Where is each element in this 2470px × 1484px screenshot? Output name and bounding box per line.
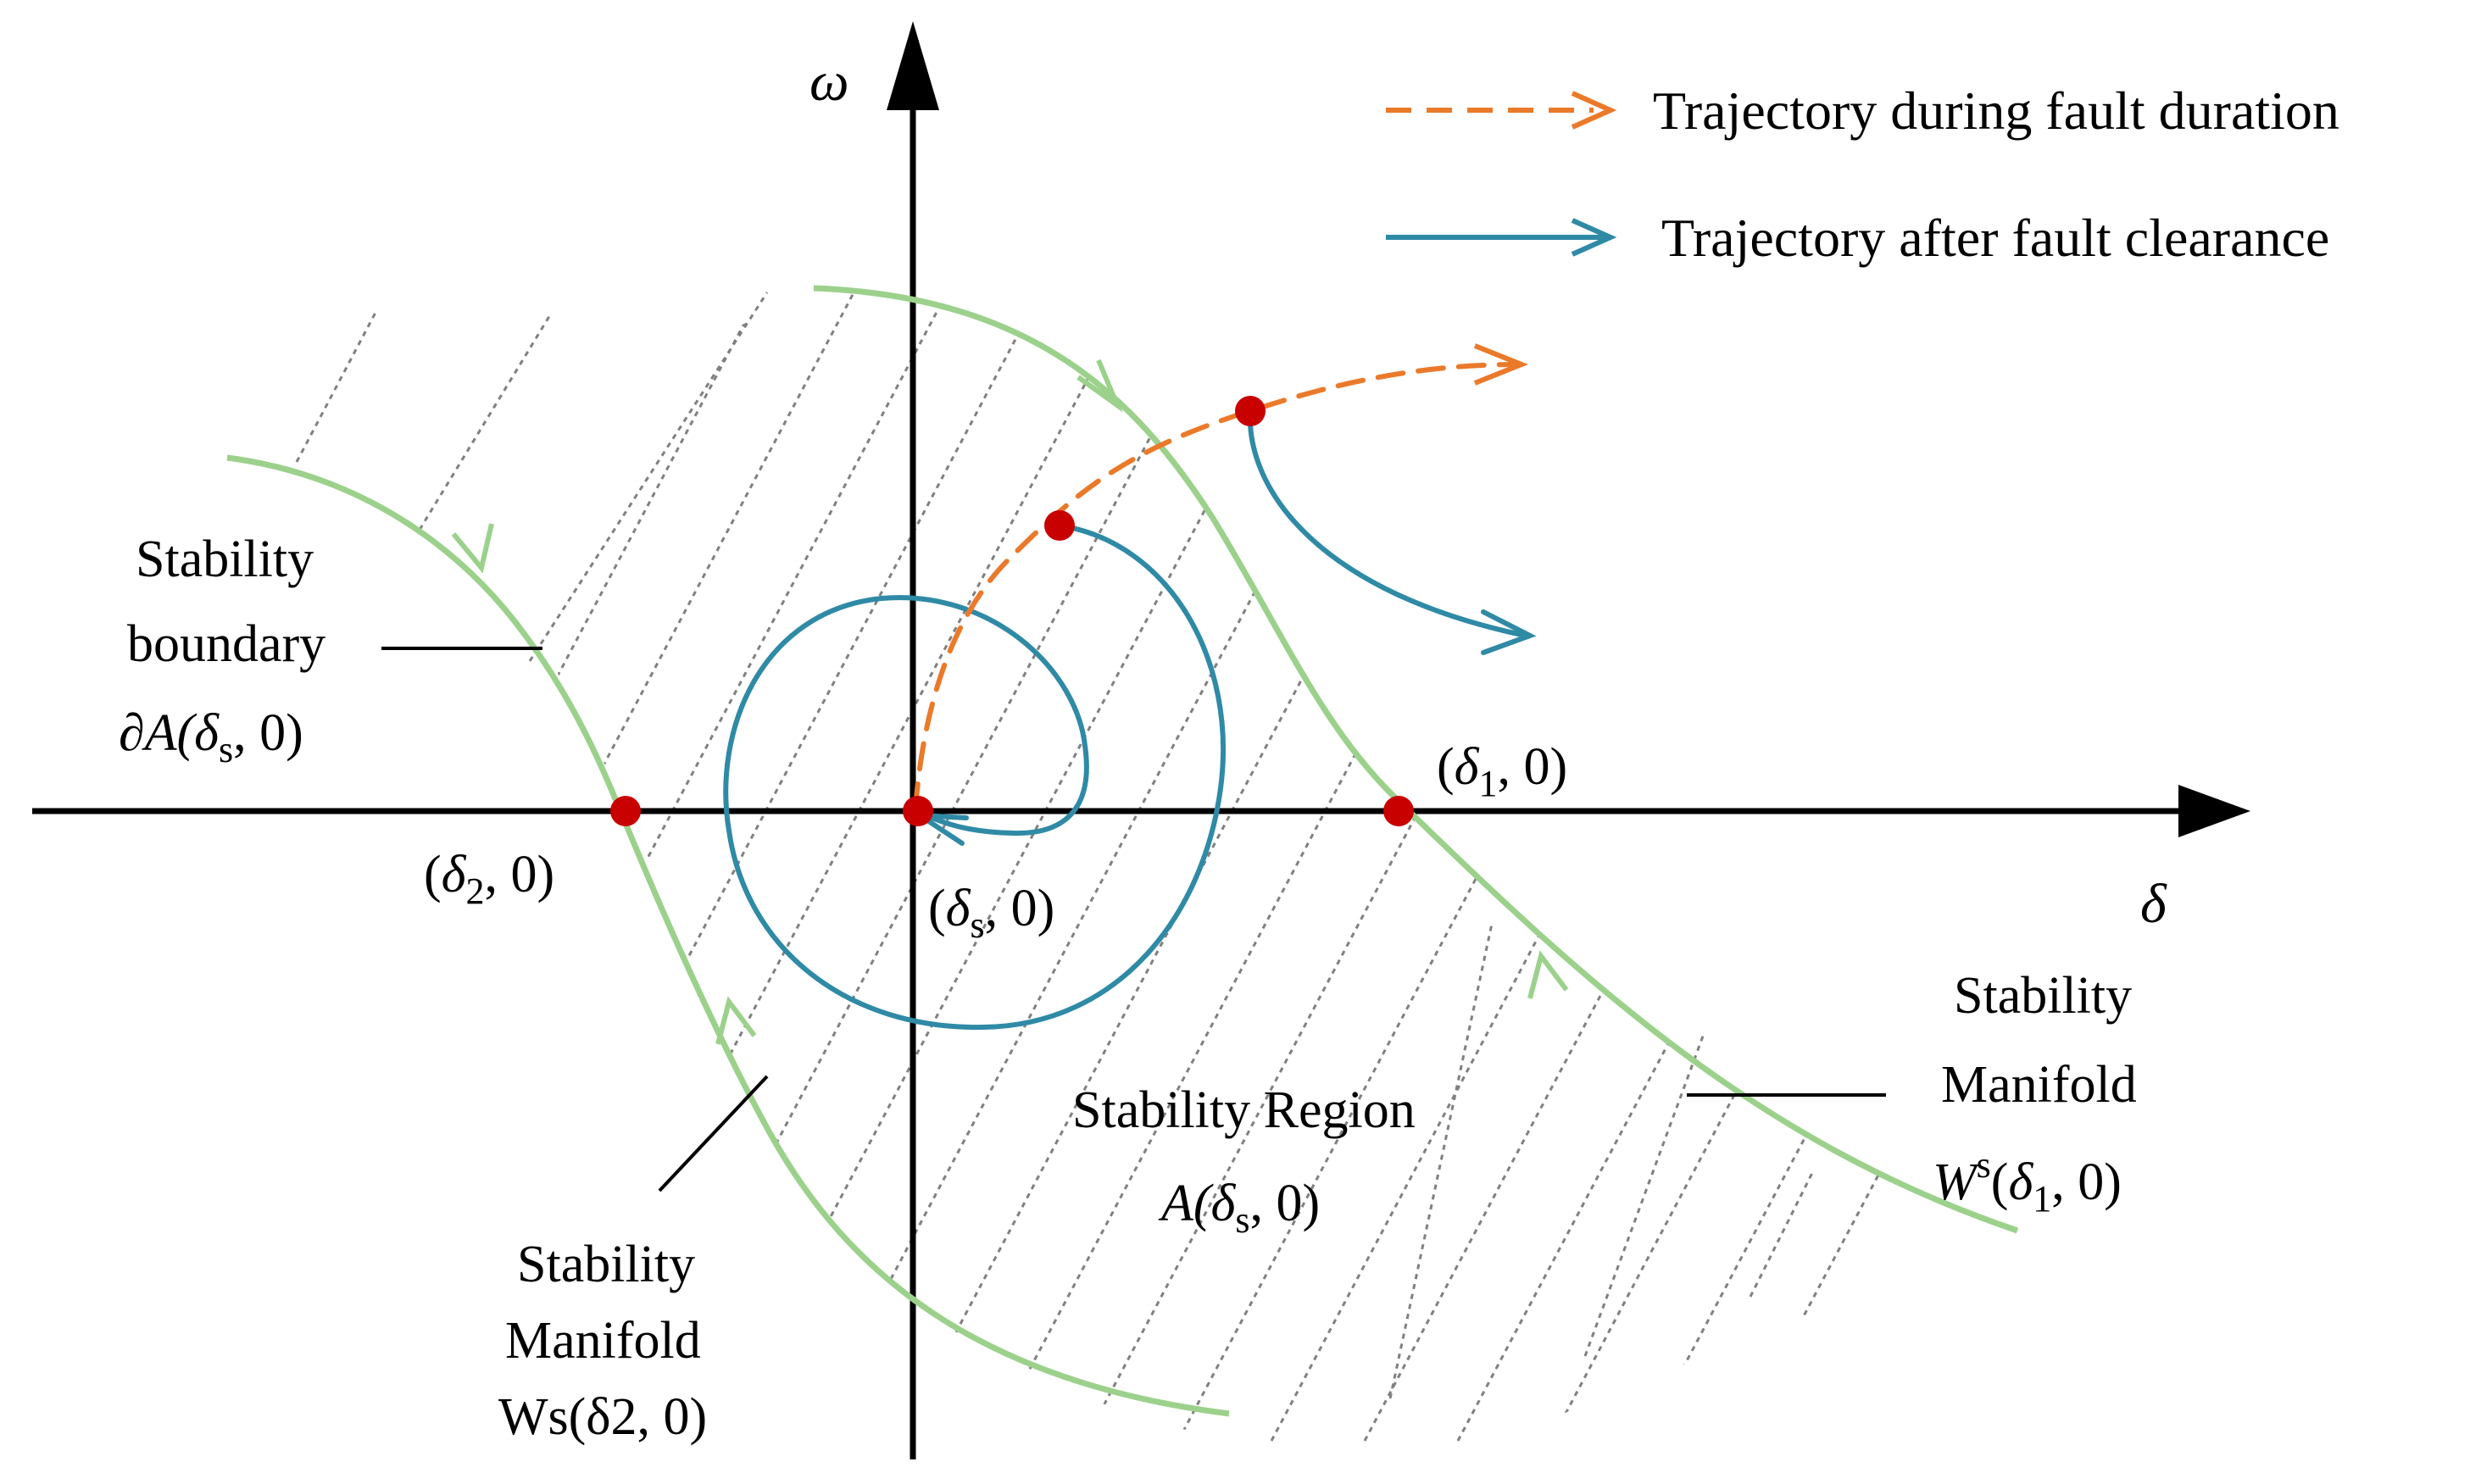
equilibrium-delta-2 xyxy=(610,796,641,826)
fault-trajectory-path xyxy=(913,362,1520,812)
delta-s-label: (δs, 0) xyxy=(928,880,1054,946)
equilibrium-delta-1 xyxy=(1383,796,1414,826)
axes xyxy=(32,102,2187,1459)
fault-clear-point-stable xyxy=(1044,510,1075,541)
chevron-icon xyxy=(1527,950,1569,999)
legend-fault-label: Trajectory during fault duration xyxy=(1653,81,2339,141)
svg-text:Stability Region: Stability Region xyxy=(1072,1081,1416,1139)
svg-text:Ws(δ1, 0): Ws(δ1, 0) xyxy=(1933,1144,2122,1220)
delta-1-label: (δ1, 0) xyxy=(1437,738,1567,804)
svg-text:Manifold: Manifold xyxy=(1941,1056,2137,1114)
svg-text:∂A(δs, 0): ∂A(δs, 0) xyxy=(119,704,303,770)
arrowhead-icon xyxy=(1481,609,1537,655)
outer-hatch-left xyxy=(295,292,769,662)
fault-clear-point-unstable xyxy=(1235,396,1266,426)
spiral-trajectory xyxy=(723,523,1227,1031)
stability-boundary-label: Stability boundary ∂A(δs, 0) xyxy=(119,531,325,770)
left-manifold-curve xyxy=(226,454,1230,1417)
svg-text:Stability: Stability xyxy=(517,1236,695,1293)
right-manifold-label: Stability Manifold Ws(δ1, 0) xyxy=(1933,967,2137,1220)
stability-region-label: Stability Region A(δs, 0) xyxy=(1072,1081,1416,1241)
equilibrium-delta-s xyxy=(903,796,933,826)
svg-text:Stability: Stability xyxy=(1954,967,2132,1025)
chevron-icon xyxy=(715,996,757,1045)
legend-cleared-label: Trajectory after fault clearance xyxy=(1661,208,2329,268)
svg-text:Stability: Stability xyxy=(136,531,314,588)
stability-region-hatch xyxy=(398,288,2017,1442)
omega-axis-arrowhead xyxy=(887,21,939,110)
chevron-icon xyxy=(1076,358,1123,413)
equilibrium-points xyxy=(610,396,1414,826)
svg-text:Ws(δ2, 0): Ws(δ2, 0) xyxy=(498,1388,707,1446)
left-manifold-leader xyxy=(658,1075,769,1192)
legend-cleared-arrow-icon xyxy=(1571,218,1617,257)
omega-axis-label: ω xyxy=(809,51,849,113)
outer-hatch-right xyxy=(1388,923,1816,1399)
leader-lines xyxy=(381,647,1886,1192)
legend: Trajectory during fault duration Traject… xyxy=(1386,81,2339,268)
stability-boundary-curves xyxy=(226,285,2019,1417)
svg-text:Manifold: Manifold xyxy=(505,1312,701,1370)
right-manifold-curve xyxy=(813,285,2019,1234)
delta-2-label: (δ2, 0) xyxy=(424,846,554,912)
svg-text:A(δs, 0): A(δs, 0) xyxy=(1158,1175,1320,1241)
left-manifold-label: Stability Manifold Ws(δ2, 0) xyxy=(498,1236,707,1446)
fault-arrowhead-icon xyxy=(1473,343,1529,386)
cleared-trajectories xyxy=(723,409,1528,1031)
delta-axis-arrowhead xyxy=(2178,785,2250,837)
chevron-icon xyxy=(451,523,494,574)
fault-trajectory xyxy=(913,362,1520,812)
legend-fault-arrow-icon xyxy=(1571,91,1617,130)
svg-text:boundary: boundary xyxy=(127,615,325,673)
delta-axis-label: δ xyxy=(2140,873,2167,935)
divergent-trajectory xyxy=(1247,409,1528,638)
boundary-direction-chevrons xyxy=(451,358,1569,1045)
